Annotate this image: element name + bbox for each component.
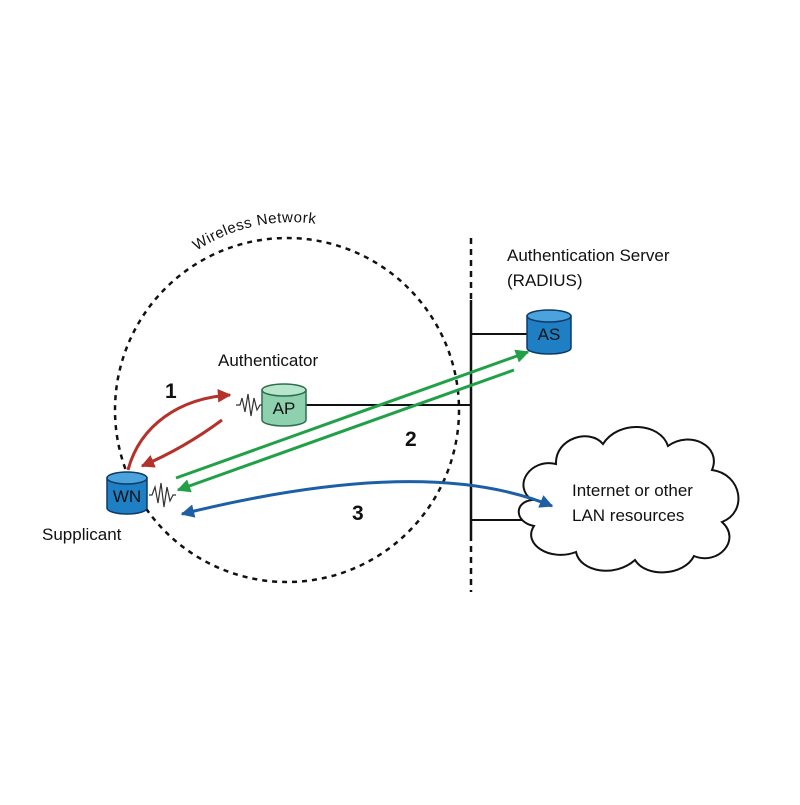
ap-device-label: AP [273, 399, 296, 418]
step3-arrow-data [180, 480, 554, 518]
server-label-line1: Authentication Server [507, 246, 670, 265]
wireless-network-boundary [113, 236, 461, 584]
supplicant-label: Supplicant [42, 525, 122, 544]
cloud-shape [517, 426, 740, 574]
step1-arrow-request [126, 388, 232, 471]
step2-arrow-request [175, 349, 530, 480]
step1-number: 1 [165, 380, 177, 403]
cloud-label-line1: Internet or other [572, 481, 693, 500]
ap-signal-icon [236, 393, 262, 417]
step2-arrow-response [176, 368, 515, 493]
step1-arrow-response [140, 418, 223, 468]
as-server-icon: AS [526, 309, 572, 355]
wireless-network-label: Wireless Network [190, 209, 318, 254]
server-label-line2: (RADIUS) [507, 271, 583, 290]
step2-number: 2 [405, 428, 417, 451]
cloud-label-line2: LAN resources [572, 506, 684, 525]
wn-device-icon: WN [106, 471, 148, 515]
step3-number: 3 [352, 502, 364, 525]
wn-signal-icon [149, 482, 176, 508]
as-device-label: AS [538, 325, 561, 344]
wn-device-label: WN [113, 487, 141, 506]
authenticator-label: Authenticator [218, 351, 319, 370]
ap-device-icon: AP [261, 383, 307, 427]
